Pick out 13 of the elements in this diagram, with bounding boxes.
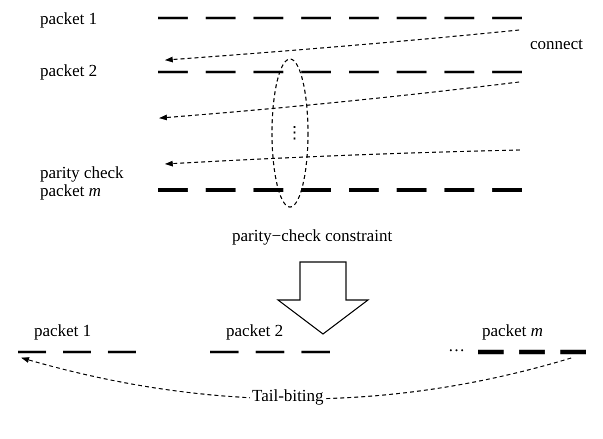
packet-label: packet 2: [40, 62, 98, 80]
packet-label: packet m: [482, 322, 543, 340]
packet-label: parity check packet m: [40, 164, 125, 200]
edge-label: Tail-biting: [250, 386, 326, 406]
dashed-arrow: [164, 149, 520, 167]
dashed-arrow: [159, 81, 520, 120]
caption: parity−check constraint: [232, 226, 392, 246]
packet-label: packet 1: [34, 322, 92, 340]
packet-label: packet 1: [40, 10, 98, 28]
ellipsis: …: [448, 336, 465, 356]
vertical-ellipsis: ⋮: [286, 124, 303, 142]
dashed-arrow: [164, 29, 520, 62]
packet-label: packet 2: [226, 322, 284, 340]
